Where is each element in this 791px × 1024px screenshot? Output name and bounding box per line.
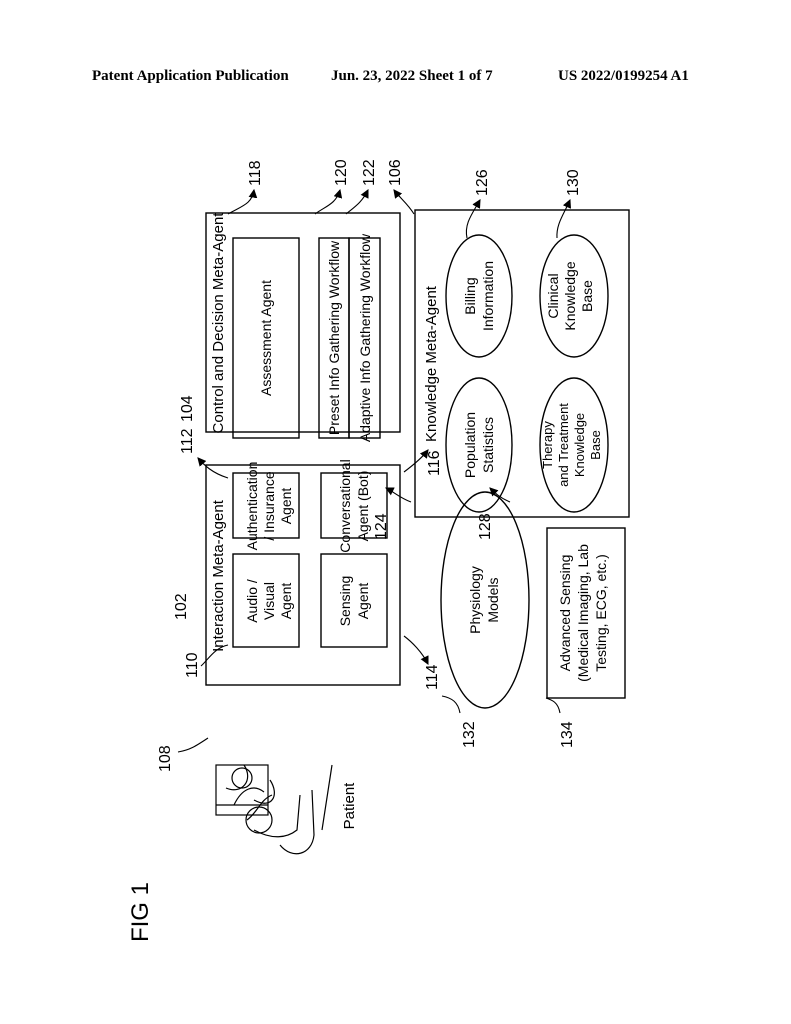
conversational-agent-line1: Conversational: [337, 459, 353, 552]
advanced-sensing-line3: Testing, ECG, etc.): [593, 554, 609, 671]
authentication-agent-line2: / Insurance: [261, 471, 277, 540]
ref-114: 114: [424, 664, 441, 690]
preset-workflow-label: Preset Info Gathering Workflow: [326, 240, 342, 435]
population-statistics-ellipse: [446, 378, 512, 512]
ref-122: 122: [361, 159, 378, 186]
knowledge-meta-agent-title: Knowledge Meta-Agent: [423, 285, 440, 442]
clinical-knowledge-line3: Base: [579, 280, 595, 312]
population-statistics-line1: Population: [462, 412, 478, 478]
ref-130: 130: [565, 169, 582, 196]
advanced-sensing-line1: Advanced Sensing: [557, 555, 573, 672]
ref-134: 134: [559, 721, 576, 748]
audio-visual-agent-line2: Visual: [261, 582, 277, 620]
ref-118: 118: [247, 160, 264, 186]
patient-illustration: [216, 765, 332, 854]
clinical-knowledge-line2: Knowledge: [562, 261, 578, 330]
therapy-knowledge-line4: Base: [588, 430, 603, 460]
adaptive-workflow-label: Adaptive Info Gathering Workflow: [357, 233, 373, 442]
physiology-models-line1: Physiology: [467, 566, 483, 634]
sensing-agent-line1: Sensing: [337, 576, 353, 627]
patient-head-drawing: [246, 807, 272, 833]
population-statistics-line2: Statistics: [480, 417, 496, 473]
sensing-agent-box: [321, 554, 387, 647]
ref-132: 132: [461, 721, 478, 748]
figure-title: FIG 1: [127, 882, 154, 942]
ref-102: 102: [173, 593, 190, 620]
billing-information-ellipse: [446, 235, 512, 357]
ref-106: 106: [387, 159, 404, 186]
knowledge-meta-agent-box: [415, 210, 629, 517]
therapy-knowledge-line3: Knowledge: [572, 413, 587, 477]
ref-110: 110: [184, 652, 201, 678]
ref-120: 120: [333, 159, 350, 186]
patient-label: Patient: [341, 782, 358, 830]
ref-116: 116: [426, 450, 443, 476]
sensing-agent-line2: Agent: [355, 583, 371, 620]
ref-108: 108: [157, 745, 174, 772]
clinical-knowledge-line1: Clinical: [545, 273, 561, 318]
billing-information-line1: Billing: [462, 277, 478, 314]
advanced-sensing-line2: (Medical Imaging, Lab: [575, 544, 591, 682]
audio-visual-agent-line3: Agent: [278, 583, 294, 620]
rotated-figure: Interaction Meta-Agent Control and Decis…: [127, 159, 629, 942]
control-meta-agent-title: Control and Decision Meta-Agent: [210, 212, 227, 434]
doctor-head-drawing: [232, 768, 252, 788]
ref-126: 126: [474, 169, 491, 196]
therapy-knowledge-line2: and Treatment: [556, 403, 571, 487]
interaction-meta-agent-title: Interaction Meta-Agent: [210, 499, 227, 652]
ref-124: 124: [373, 513, 390, 540]
authentication-agent-line1: Authentication: [244, 462, 260, 551]
physiology-models-line2: Models: [485, 577, 501, 622]
conversational-agent-line2: Agent (Bot): [355, 471, 371, 542]
assessment-agent-label: Assessment Agent: [258, 280, 274, 396]
ref-104: 104: [179, 395, 196, 422]
audio-visual-agent-line1: Audio /: [244, 579, 260, 623]
ref-112: 112: [179, 428, 196, 454]
ref-128: 128: [477, 513, 494, 540]
therapy-knowledge-line1: Therapy: [540, 421, 555, 469]
authentication-agent-line3: Agent: [278, 488, 294, 525]
billing-information-line2: Information: [480, 261, 496, 331]
